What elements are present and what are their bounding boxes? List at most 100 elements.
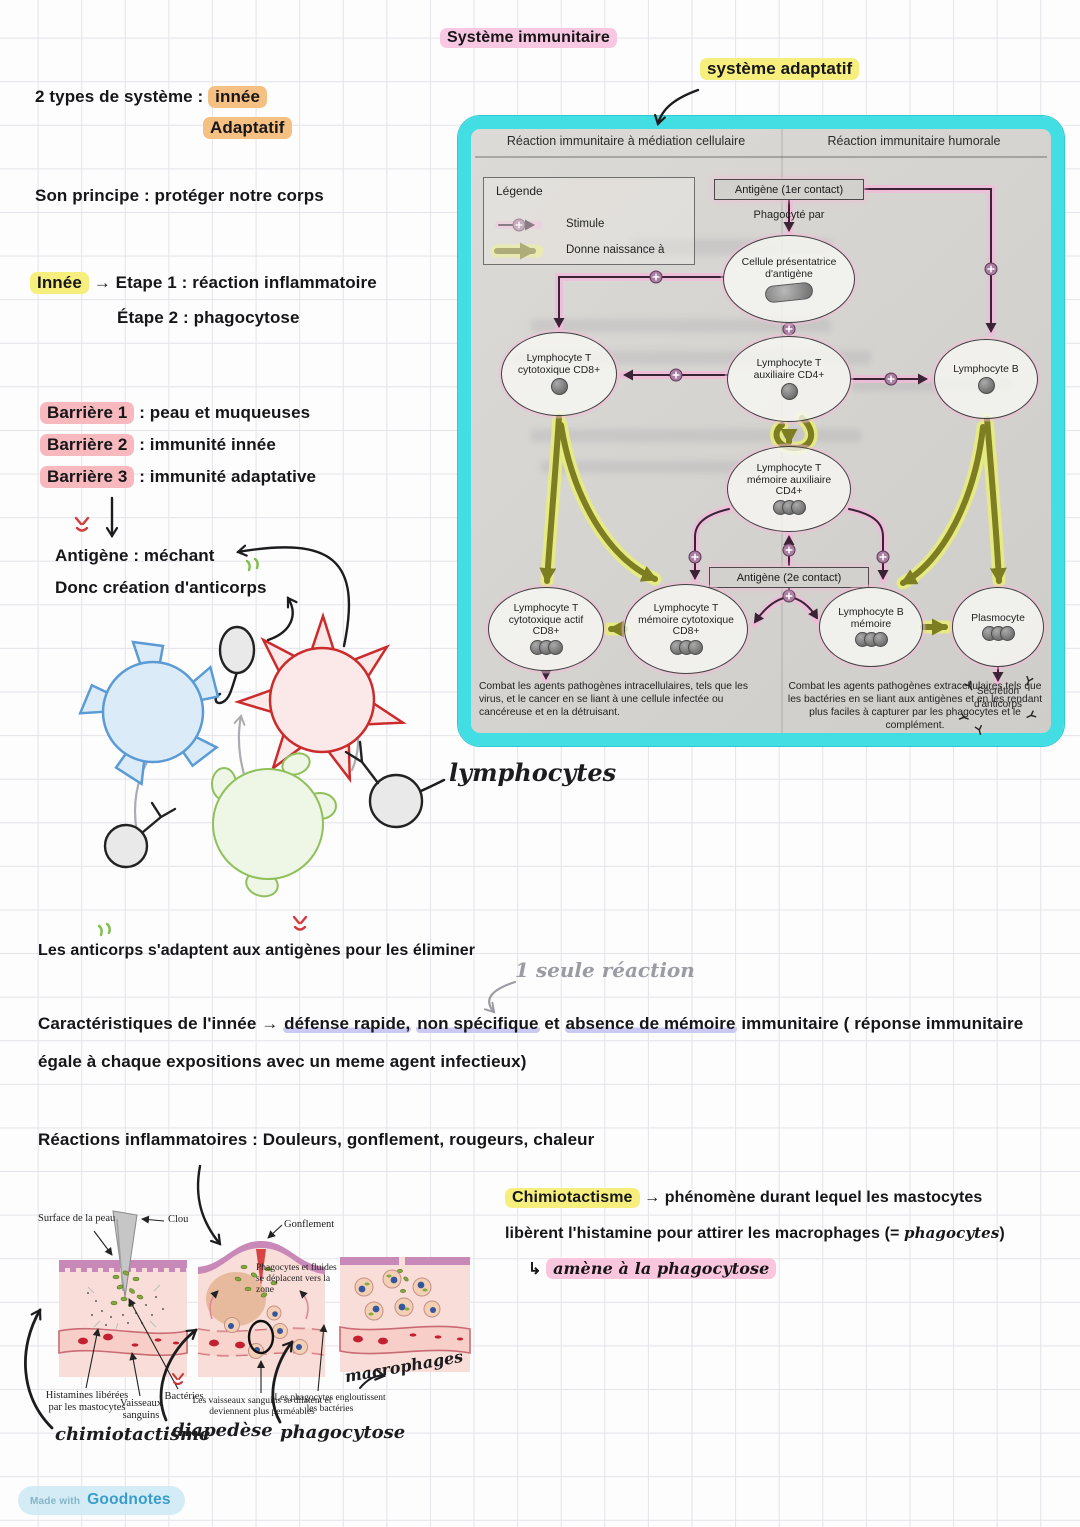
node-plasmocyte: Plasmocyte <box>952 587 1044 667</box>
carac-mid-2: et <box>539 1014 565 1033</box>
two-types-line: 2 types de système : innée <box>35 86 268 108</box>
barrier-1-label: Barrière 1 <box>40 402 135 424</box>
paper-bleed <box>531 429 861 442</box>
carac-underline-2: non spécifique <box>416 1014 540 1033</box>
label-macrophages: macrophages <box>343 1346 465 1387</box>
carac-underline-1: défense rapide, <box>283 1014 412 1033</box>
migrating-phagocytes <box>224 1305 308 1359</box>
combat-extracellular-text: Combat les agents pathogènes extracellul… <box>787 681 1043 731</box>
goodnotes-badge[interactable]: Made with Goodnotes <box>18 1486 185 1515</box>
antigen-second-contact-box: Antigène (2e contact) <box>709 567 869 588</box>
barrier-line-3: Barrière 3 : immunité adaptative <box>40 466 316 488</box>
arrow-seule-reaction <box>483 980 517 1014</box>
chimiotactisme-line-1: Chimiotactisme → phénomène durant lequel… <box>505 1188 982 1208</box>
barrier-2-text: : immunité innée <box>134 435 276 454</box>
drawn-green-cell <box>211 752 337 898</box>
histamine-dots <box>87 1292 164 1326</box>
goodnotes-brand-text: Goodnotes <box>87 1491 171 1508</box>
vessel-gap-circle <box>247 1319 275 1355</box>
barrier-2-label: Barrière 2 <box>40 434 135 456</box>
label-phagocytes-zone: Phagocytes et fluides se déplacent vers … <box>256 1263 337 1296</box>
node-label: Lymphocyte T mémoire auxiliaire CD4+ <box>746 463 832 498</box>
immune-diagram-paper: Réaction immunitaire à médiation cellula… <box>471 129 1051 735</box>
arrow-lymphocytes-pointer <box>396 778 446 804</box>
red-blood-cells <box>78 1333 180 1347</box>
label-gonflement: Gonflement <box>284 1219 335 1230</box>
drawn-gray-cell-antibody-right <box>344 740 424 829</box>
panel-1-chimiotactisme <box>58 1210 188 1397</box>
node-lymphocyte-b: Lymphocyte B <box>934 339 1038 419</box>
label-histamines: Histamines libérées par les mastocytes <box>45 1390 129 1414</box>
barrier-line-1: Barrière 1 : peau et muqueuses <box>40 402 310 424</box>
lymphocytes-label: lymphocytes <box>449 758 617 787</box>
legend-naissance-label: Donne naissance à <box>566 244 665 256</box>
label-surface-peau: Surface de la peau <box>38 1213 116 1224</box>
immune-diagram: Réaction immunitaire à médiation cellula… <box>458 116 1064 746</box>
adaptive-system-callout: système adaptatif <box>700 58 860 80</box>
carac-prefix: Caractéristiques de l'innée → <box>38 1014 284 1033</box>
label-vaisseaux-dilatent: Les vaisseaux sanguins se dilatent et de… <box>192 1396 332 1418</box>
chimiotactisme-label: Chimiotactisme <box>505 1188 640 1208</box>
chimiotactisme-line-2: libèrent l'histamine pour attirer les ma… <box>505 1224 1005 1243</box>
word-chimiotactisme: chimiotactisme <box>55 1424 211 1445</box>
node-label: Lymphocyte B mémoire <box>838 606 904 630</box>
gray-guide-arrows <box>133 710 361 854</box>
panel-2-diapedese <box>197 1224 326 1393</box>
barrier-1-text: : peau et muqueuses <box>134 403 311 422</box>
chimio-line2-close: ) <box>999 1225 1005 1242</box>
antigene-line: Antigène : méchant <box>55 546 215 565</box>
node-label: Cellule présentatrice d'antigène <box>741 257 837 280</box>
chimio-line2-script: phagocytes <box>904 1224 1000 1242</box>
drawn-blue-cell <box>78 640 220 787</box>
drawn-gray-cell-antibody-left <box>103 801 177 869</box>
type-innee: innée <box>208 86 268 108</box>
carac-suffix: immunitaire ( réponse immunitaire <box>736 1014 1024 1033</box>
type-adaptatif-line: Adaptatif <box>203 117 292 139</box>
word-phagocytose: phagocytose <box>280 1422 406 1443</box>
antigen-first-contact-box: Antigène (1er contact) <box>714 179 864 200</box>
label-clou: Clou <box>168 1214 189 1225</box>
node-label: Lymphocyte T auxiliaire CD4+ <box>753 357 825 381</box>
node-lymphocyte-t-auxiliaire: Lymphocyte T auxiliaire CD4+ <box>727 336 851 422</box>
diagram-header-humoral: Réaction immunitaire humorale <box>827 134 1001 148</box>
barrier-line-2: Barrière 2 : immunité innée <box>40 434 276 456</box>
etape1-text: Etape 1 : réaction inflammatoire <box>115 273 377 292</box>
node-label: Plasmocyte <box>971 612 1025 624</box>
type-adaptatif: Adaptatif <box>203 117 292 139</box>
secretion-anticorps-label: Sécrétion d'anticorps <box>973 686 1023 710</box>
red-blood-cells <box>353 1333 464 1345</box>
red-angry-mark-icon <box>172 1373 184 1385</box>
innee-steps-line: Innée → Etape 1 : réaction inflammatoire <box>30 272 377 294</box>
falling-bacteria <box>393 1269 409 1293</box>
amene-phagocytose-text: amène à la phagocytose <box>546 1258 777 1279</box>
combat-intracellular-text: Combat les agents pathogènes intracellul… <box>479 681 749 718</box>
caracteristiques-line-1: Caractéristiques de l'innée → défense ra… <box>38 1014 1023 1034</box>
label-vaisseaux: Vaisseaux sanguins <box>120 1398 162 1422</box>
etape2-line: Étape 2 : phagocytose <box>117 308 300 327</box>
made-with-text: Made with <box>30 1496 81 1507</box>
corner-arrow-glyph: ↳ <box>528 1261 542 1278</box>
adaptive-system-text: système adaptatif <box>700 58 860 80</box>
carac-underline-3: absence de mémoire <box>564 1014 737 1033</box>
seule-reaction-note: 1 seule réaction <box>515 958 695 982</box>
reactions-inflammatoires-line: Réactions inflammatoires : Douleurs, gon… <box>38 1130 595 1149</box>
diffusion-dashes <box>87 1284 161 1330</box>
barrier-3-text: : immunité adaptative <box>134 467 317 486</box>
diagram-header-cellular: Réaction immunitaire à médiation cellula… <box>506 134 746 148</box>
node-lymphocyte-t-cytotoxique: Lymphocyte T cytotoxique CD8+ <box>501 332 617 416</box>
chimio-line2-text: libèrent l'histamine pour attirer les ma… <box>505 1225 904 1242</box>
bacteria-cluster <box>110 1270 144 1307</box>
node-lymphocyte-t-memoire-cytotoxique: Lymphocyte T mémoire cytotoxique CD8+ <box>624 584 748 674</box>
node-label: Lymphocyte T cytotoxique actif CD8+ <box>508 603 584 638</box>
legend-title: Légende <box>496 184 543 198</box>
antigen-presenting-cell-blob <box>764 281 814 304</box>
node-lymphocyte-b-memoire: Lymphocyte B mémoire <box>819 587 923 667</box>
chimiotactisme-line-3: ↳ amène à la phagocytose <box>528 1258 777 1279</box>
node-cellule-presentatrice: Cellule présentatrice d'antigène <box>723 235 855 323</box>
node-label: Lymphocyte T cytotoxique CD8+ <box>517 352 601 376</box>
page-title-text: Système immunitaire <box>440 28 617 48</box>
barrier-3-label: Barrière 3 <box>40 466 135 488</box>
small-cell-tail <box>214 670 239 705</box>
green-happy-marks <box>97 557 259 937</box>
